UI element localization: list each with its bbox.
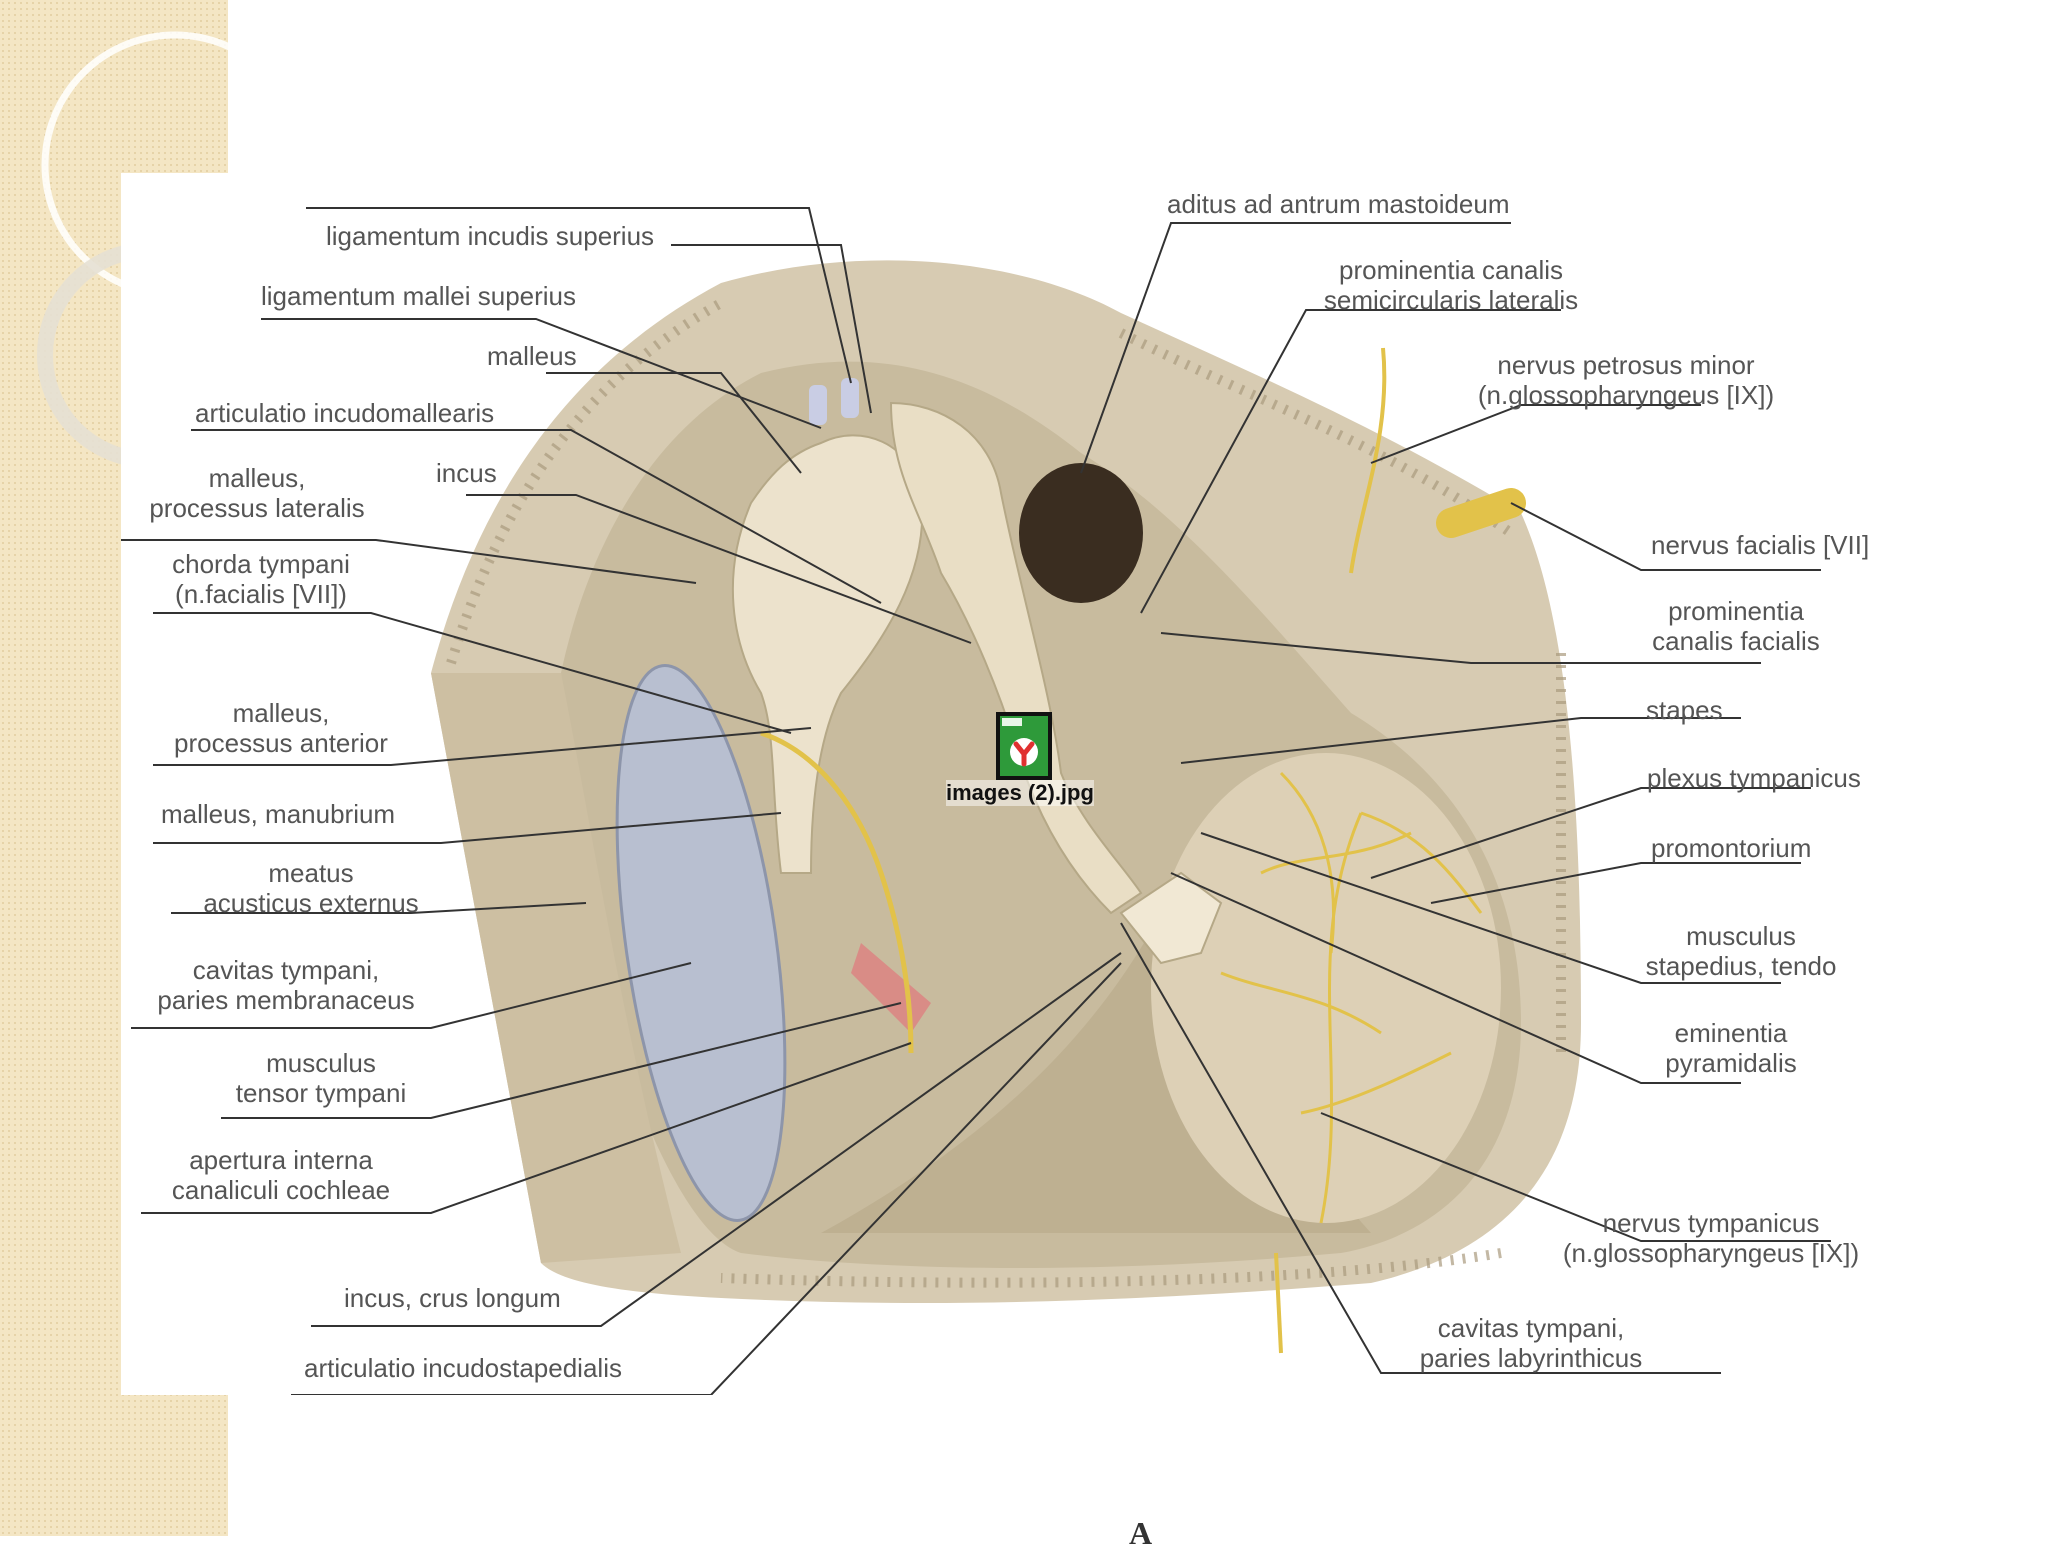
aditus-opening [1019,463,1143,603]
label-incus: incus [436,458,497,488]
label-prominentia-canalis-facialis: prominentia canalis facialis [1652,596,1820,656]
promontorium-bulge [1151,753,1501,1223]
facial-nerve [1436,488,1526,538]
label-nervus-tympanicus: nervus tympanicus (n.glossopharyngeus [I… [1562,1208,1860,1268]
label-malleus-manubrium: malleus, manubrium [161,799,396,829]
label-articulatio-incudostapedialis: articulatio incudostapedialis [304,1353,622,1383]
label-chorda-tympani: chorda tympani (n.facialis [VII]) [172,549,350,609]
label-ligamentum-incudis-superius: ligamentum incudis superius [326,221,655,251]
stapes-shape [1119,871,1223,965]
meatus-region [431,673,681,1263]
tympanic-nerve-stem [1274,1252,1283,1354]
label-nervus-facialis: nervus facialis [VII] [1651,530,1870,560]
tympanic-plexus [1220,771,1483,1224]
label-promontorium: promontorium [1651,833,1812,863]
label-aditus-ad-antrum-mastoideum: aditus ad antrum mastoideum [1167,189,1510,219]
label-prominentia-canalis-semicircularis-lateralis: prominentia canalis semicircularis later… [1323,255,1579,315]
label-malleus: malleus [487,341,577,371]
label-malleus-processus-anterior: malleus, processus anterior [174,698,388,758]
label-meatus-acusticus-externus: meatus acusticus externus [203,858,419,918]
label-articulatio-incudomallearis: articulatio incudomallearis [195,398,495,428]
label-eminentia-pyramidalis: eminentia pyramidalis [1665,1018,1797,1078]
incus-shape [889,401,1143,915]
leader-lines [121,207,1831,1395]
petrosal-nerve [1349,347,1387,574]
label-ligamentum-mallei-superius: ligamentum mallei superius [261,281,577,311]
label-incus-crus-longum: incus, crus longum [344,1283,561,1313]
label-plexus-tympanicus: plexus tympanicus [1647,763,1861,793]
ligament-incudis [841,378,859,418]
label-cavitas-tympani-paries-membranaceus: cavitas tympani, paries membranaceus [157,955,415,1015]
ligament-mallei [809,385,827,425]
file-icon-label[interactable]: images (2).jpg [946,780,1094,806]
anatomy-figure: ligamentum incudis superius ligamentum m… [121,173,1921,1551]
figure-letter: A [1129,1515,1153,1551]
label-musculus-stapedius-tendo: musculus stapedius, tendo [1645,921,1837,981]
chorda-tympani-nerve [760,730,914,1054]
tympanic-membrane [615,664,787,1222]
file-icon[interactable] [992,712,1056,780]
label-stapes: stapes [1646,695,1723,725]
label-malleus-processus-lateralis: malleus, processus lateralis [149,463,365,523]
label-cavitas-tympani-paries-labyrinthicus: cavitas tympani, paries labyrinthicus [1419,1313,1643,1373]
label-apertura-interna-canaliculi-cochleae: apertura interna canaliculi cochleae [171,1145,391,1205]
label-musculus-tensor-tympani: musculus tensor tympani [235,1048,407,1108]
label-nervus-petrosus-minor: nervus petrosus minor (n.glossopharyngeu… [1477,350,1775,410]
